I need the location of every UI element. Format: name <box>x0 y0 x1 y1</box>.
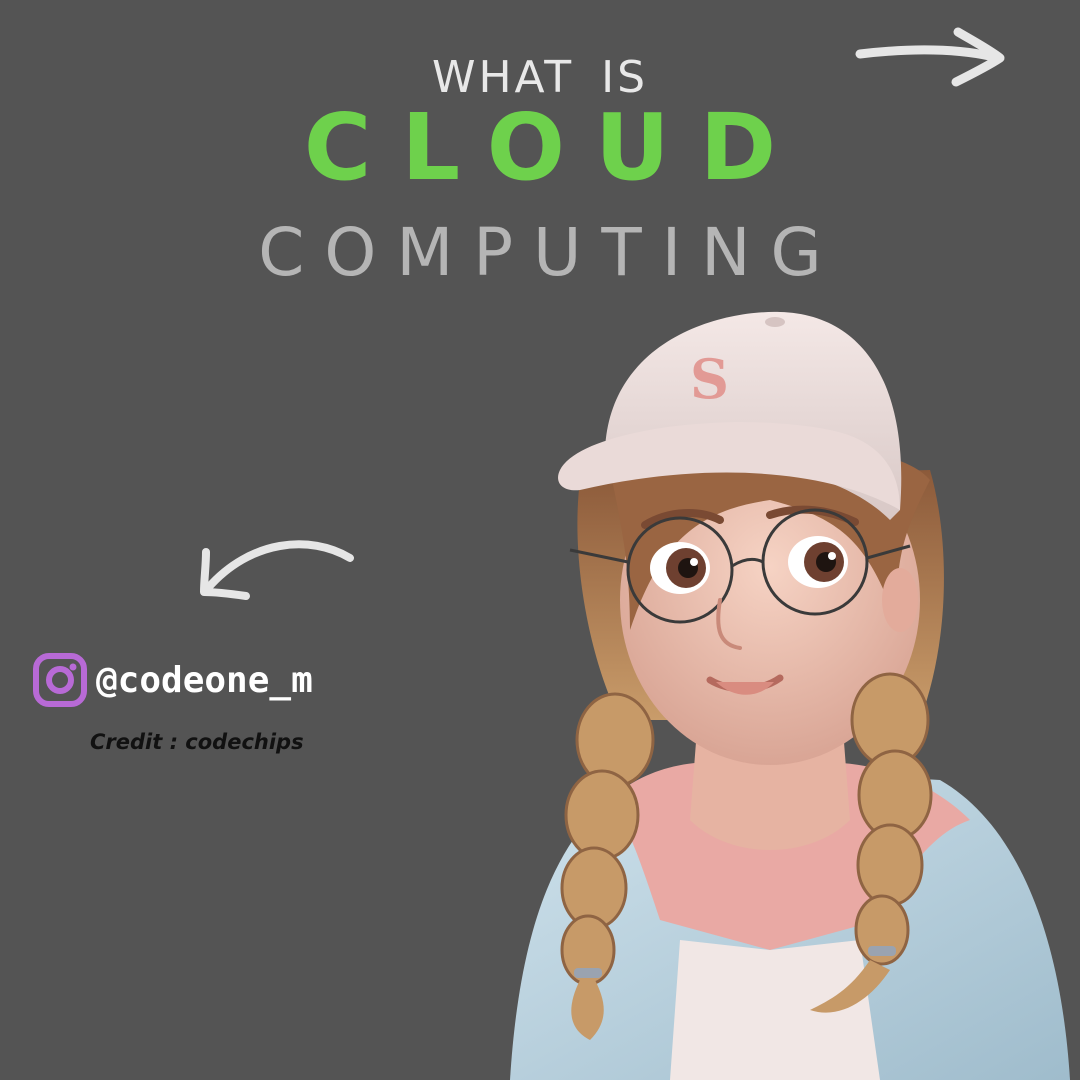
character-illustration: S <box>510 311 1070 1080</box>
social-handle-row[interactable]: @codeone_m <box>32 652 313 708</box>
title-computing: COMPUTING <box>258 214 842 291</box>
cap-logo-text: S <box>690 347 729 411</box>
title-cloud: CLOUD <box>303 94 807 201</box>
credit-text: Credit : codechips <box>90 730 304 754</box>
instagram-icon[interactable] <box>32 652 88 708</box>
title-what-is: WHAT IS <box>431 52 649 103</box>
instagram-handle[interactable]: @codeone_m <box>96 659 313 701</box>
arrow-left-curved-icon <box>200 540 354 600</box>
arrow-right-icon <box>855 27 1005 87</box>
